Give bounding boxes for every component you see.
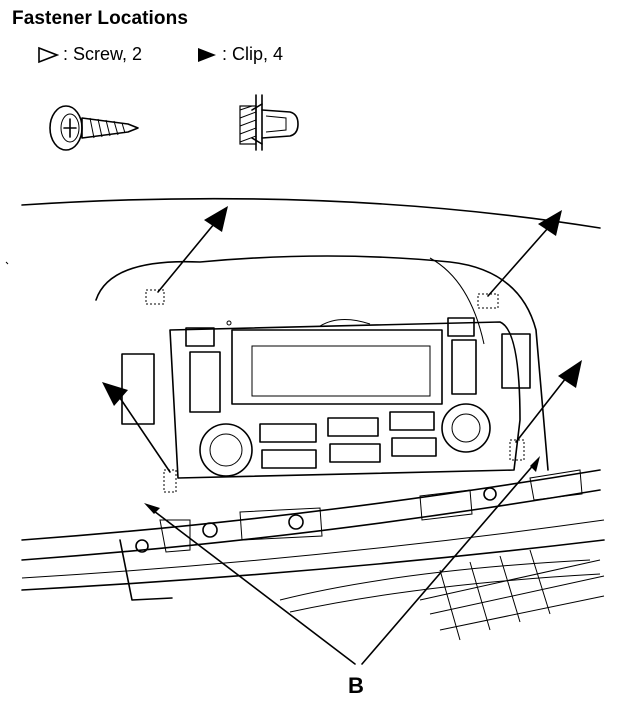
clip-arrow-mid-left: [102, 382, 171, 473]
dashboard-outline: [21, 197, 601, 229]
callout-b-label: B: [348, 673, 364, 698]
legend-clip: : Clip, 4: [196, 44, 283, 65]
callout-b-leaders: [144, 456, 540, 665]
audio-panel: [121, 317, 531, 479]
filled-triangle-icon: [198, 47, 216, 62]
lower-trim: [21, 469, 605, 641]
screw-illustration: [49, 105, 139, 151]
legend-screw: : Screw, 2: [37, 44, 142, 65]
clip-arrow-top-right: [487, 210, 562, 297]
clip-illustration: [239, 94, 299, 151]
clip-arrow-top-left: [157, 206, 228, 293]
dashboard-upper-panel: [95, 255, 549, 471]
legend-clip-label: : Clip, 4: [222, 44, 284, 64]
legend-screw-label: : Screw, 2: [63, 44, 143, 64]
hollow-triangle-icon: [38, 46, 59, 63]
clip-arrow-mid-right: [515, 360, 582, 443]
page-title: Fastener Locations: [12, 8, 189, 29]
